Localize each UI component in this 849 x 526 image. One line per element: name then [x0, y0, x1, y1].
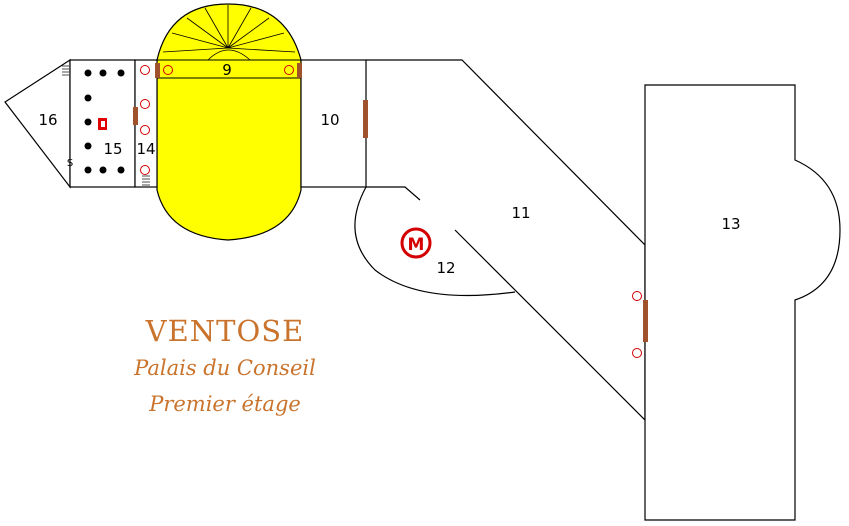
door-icon[interactable]: [133, 63, 648, 342]
room-label-10: 10: [320, 111, 339, 129]
staircase-icon: [162, 5, 296, 61]
small-stairs-icon: [62, 65, 150, 186]
room-label-14: 14: [136, 140, 155, 158]
room-label-11: 11: [511, 204, 530, 222]
room-14[interactable]: [134, 59, 158, 188]
map-title-block: VENTOSE Palais du Conseil Premier étage: [100, 312, 350, 422]
room-label-13: 13: [721, 215, 740, 233]
lock-marker-icon[interactable]: [140, 65, 642, 358]
map-title: VENTOSE: [145, 314, 305, 348]
throne-icon[interactable]: [98, 118, 107, 130]
room-label-12: 12: [436, 259, 455, 277]
svg-text:M: M: [408, 235, 425, 255]
room-12[interactable]: [354, 186, 516, 297]
room-label-15: 15: [103, 140, 122, 158]
map-floor-label: Premier étage: [149, 392, 301, 416]
room-13[interactable]: [644, 84, 841, 521]
room-9[interactable]: [156, 3, 302, 241]
room-label-16: 16: [38, 111, 57, 129]
room-10[interactable]: [300, 59, 367, 188]
stair-hall-fill: [156, 3, 302, 241]
stair-symbol: S: [67, 158, 73, 169]
map-subtitle: Palais du Conseil: [134, 356, 316, 380]
portal-marker-icon[interactable]: M: [400, 227, 432, 259]
room-label-9: 9: [222, 61, 232, 79]
column-icon: [84, 69, 125, 174]
